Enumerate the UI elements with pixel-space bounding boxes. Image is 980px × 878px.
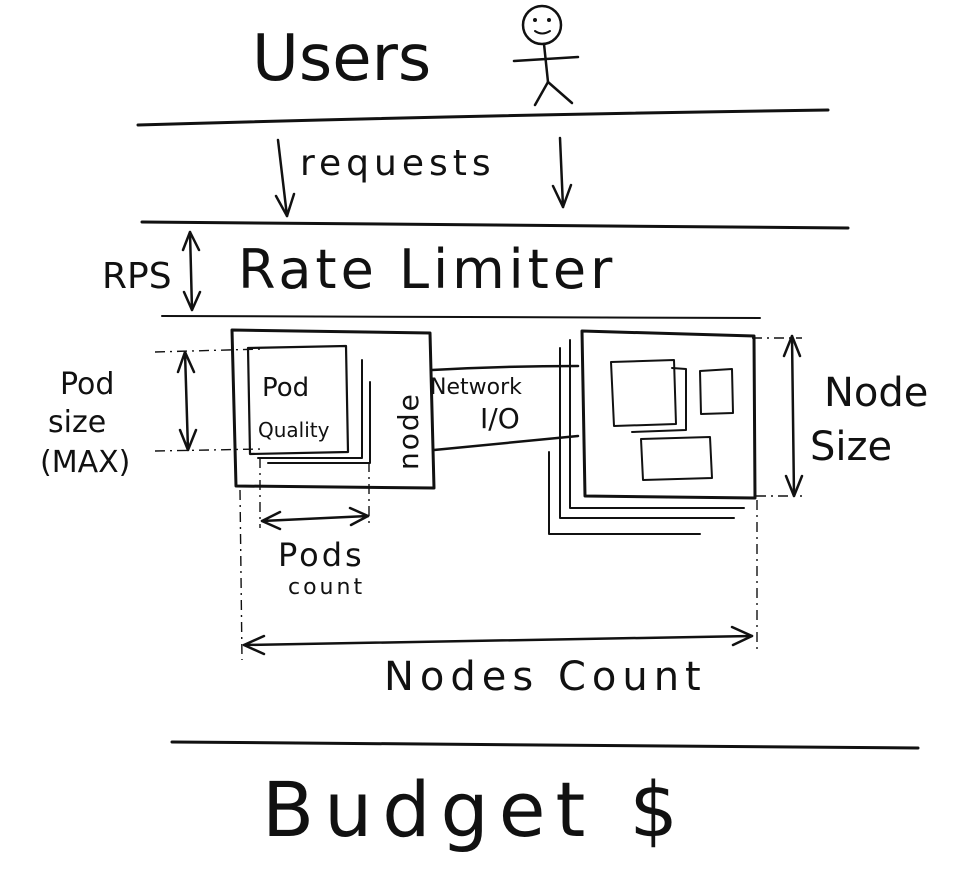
nodes-count-arrow	[242, 625, 754, 656]
request-arrow-left	[274, 138, 296, 218]
rate-limiter-top-line	[140, 220, 850, 230]
rps-arrow	[181, 230, 202, 312]
io-label: I/O	[480, 402, 520, 435]
nodes-count-left-guide	[239, 489, 243, 661]
users-title: Users	[252, 22, 431, 96]
pods-count-label: Pods count	[278, 536, 365, 600]
budget-divider-line	[170, 740, 920, 750]
node-size-arrow	[782, 334, 804, 498]
request-arrow-right	[551, 136, 573, 209]
pods-count-arrow	[260, 506, 370, 531]
requests-label: requests	[300, 143, 496, 184]
pod-label: Pod	[262, 373, 309, 403]
svg-text:count: count	[288, 575, 365, 600]
network-label: Network	[430, 375, 522, 400]
users-divider-line	[136, 108, 830, 127]
network-io-channel: Network I/O	[430, 364, 580, 452]
rate-limiter-bottom-line	[161, 315, 761, 319]
node-label: node	[392, 392, 425, 470]
rps-label: RPS	[102, 256, 172, 297]
pod-size-bottom-guide	[154, 448, 263, 452]
nodes-count-label: Nodes Count	[384, 654, 707, 700]
pod-size-top-guide	[154, 348, 263, 353]
budget-title: Budget $	[262, 765, 688, 854]
stick-figure-icon	[512, 4, 580, 107]
svg-text:size: size	[48, 405, 106, 440]
svg-text:(MAX): (MAX)	[40, 445, 130, 480]
node-size-label: Node Size	[810, 370, 928, 470]
pod-size-label: Pod size (MAX)	[40, 367, 130, 480]
pod-size-arrow	[176, 350, 198, 452]
svg-text:Node: Node	[824, 370, 928, 416]
svg-text:Size: Size	[810, 424, 892, 470]
node-stack-right	[548, 329, 757, 535]
node-box-left: node	[230, 328, 436, 490]
rate-limiter-title: Rate Limiter	[238, 238, 616, 301]
svg-text:Pods: Pods	[278, 536, 365, 574]
svg-text:Pod: Pod	[60, 367, 114, 402]
pod-box: Pod Quality	[246, 344, 371, 464]
quality-label: Quality	[258, 418, 330, 442]
